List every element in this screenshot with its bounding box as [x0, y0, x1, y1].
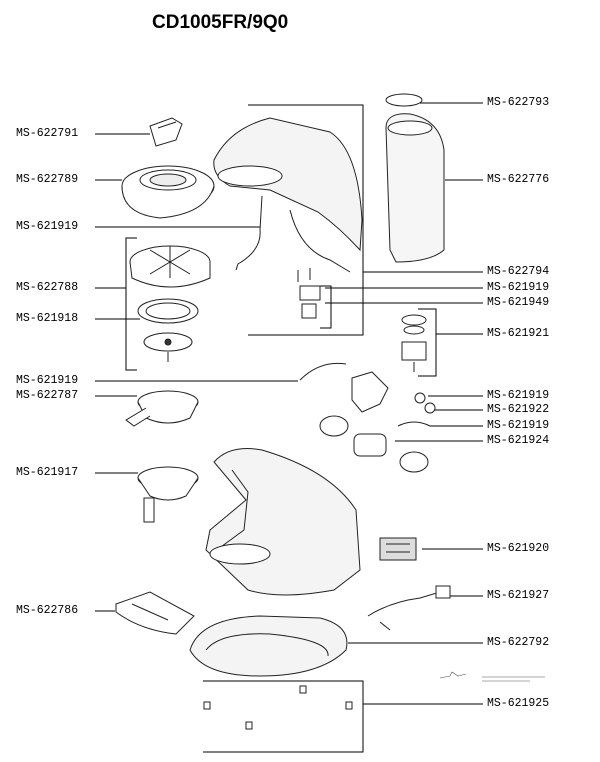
leader-lines-right [203, 102, 483, 753]
part-knob-622791 [149, 117, 183, 147]
part-cord-621927 [367, 585, 451, 631]
label-ms-622792: MS-622792 [487, 636, 550, 649]
part-valve-621949 [297, 268, 321, 319]
part-feet-621925 [203, 685, 353, 730]
part-spreader-plate [143, 332, 193, 362]
label-ms-622776: MS-622776 [487, 173, 550, 186]
label-ms-622793: MS-622793 [487, 96, 550, 109]
label-ms-622786: MS-622786 [16, 604, 79, 617]
part-heating-element [319, 371, 429, 473]
label-ms-621919-a: MS-621919 [16, 220, 79, 233]
part-tubes [299, 362, 436, 427]
part-gasket-621918 [137, 298, 199, 324]
part-pcb-621920 [379, 537, 417, 561]
label-ms-622788: MS-622788 [16, 281, 79, 294]
label-ms-621918: MS-621918 [16, 312, 79, 325]
label-ms-621924: MS-621924 [487, 434, 550, 447]
part-top-housing [213, 117, 363, 273]
part-filter-cone-621917 [137, 466, 199, 523]
label-ms-621921: MS-621921 [487, 327, 550, 340]
label-ms-621925: MS-621925 [487, 697, 550, 710]
part-base-622792 [189, 615, 348, 677]
label-ms-622787: MS-622787 [16, 389, 79, 402]
part-lid-622789 [121, 165, 215, 219]
label-ms-622789: MS-622789 [16, 173, 79, 186]
part-main-body [205, 448, 361, 596]
label-ms-621919-d: MS-621919 [487, 389, 550, 402]
part-pump-621921 [401, 314, 427, 372]
part-showerhead-622788 [129, 245, 211, 288]
label-ms-621919-e: MS-621919 [487, 419, 550, 432]
label-ms-621922: MS-621922 [487, 403, 550, 416]
label-ms-621919-c: MS-621919 [487, 281, 550, 294]
signature-mark [439, 671, 545, 682]
part-drip-tray-622786 [115, 591, 195, 635]
label-ms-621917: MS-621917 [16, 466, 79, 479]
leader-lines-left [95, 133, 298, 612]
label-ms-621949: MS-621949 [487, 296, 550, 309]
part-carafe-622776 [385, 93, 445, 263]
label-ms-622791: MS-622791 [16, 127, 79, 140]
part-filter-holder-622787 [125, 390, 199, 427]
label-ms-622794: MS-622794 [487, 265, 550, 278]
label-ms-621919-b: MS-621919 [16, 374, 79, 387]
model-title: CD1005FR/9Q0 [152, 12, 289, 33]
label-ms-621927: MS-621927 [487, 589, 550, 602]
label-ms-621920: MS-621920 [487, 542, 550, 555]
